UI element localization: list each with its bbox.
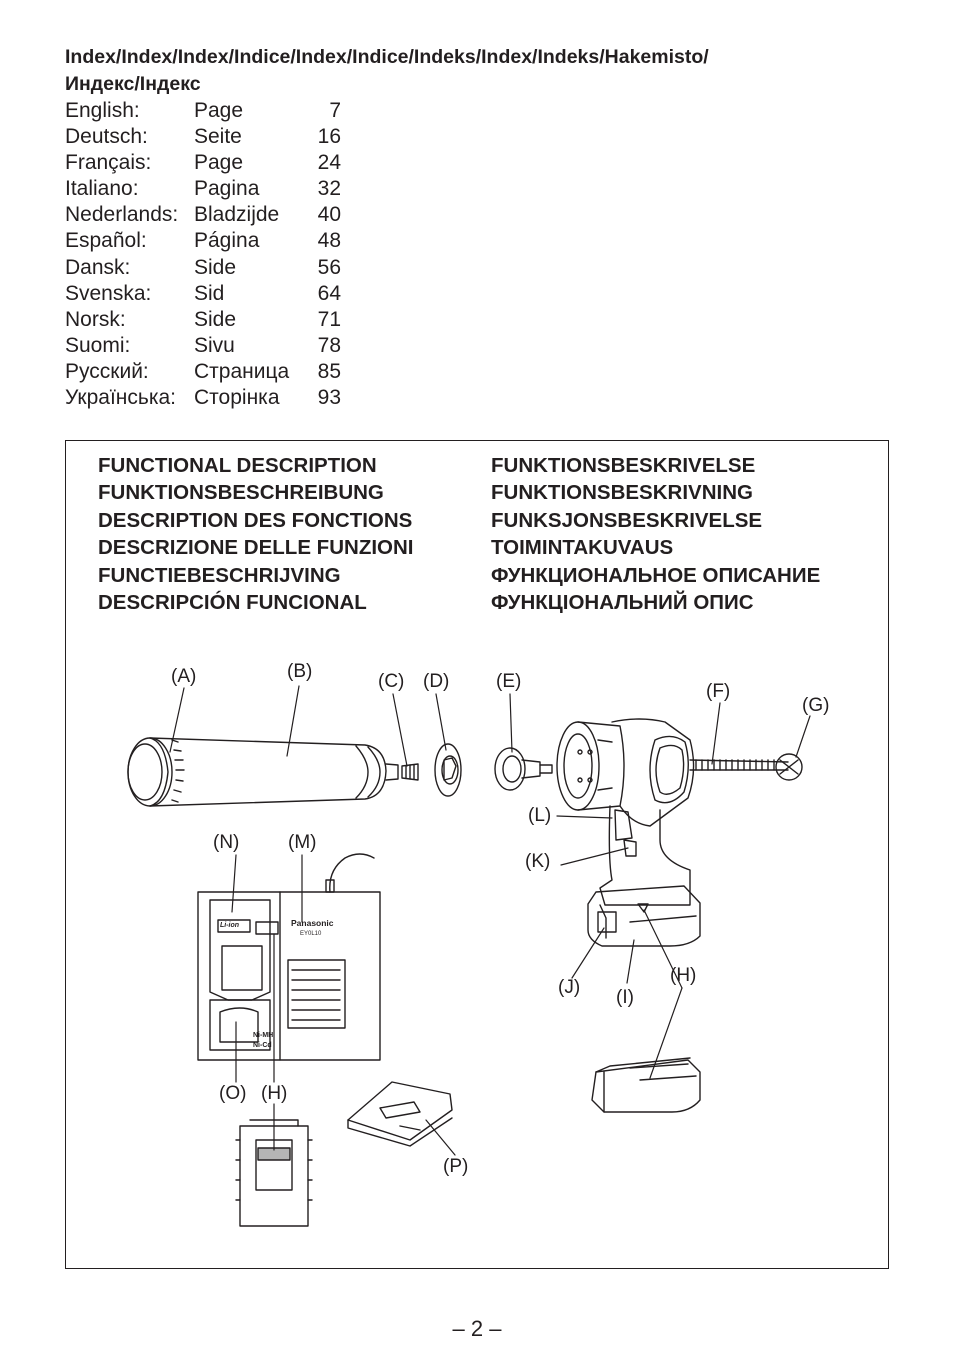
charger-cover [347, 1081, 453, 1147]
callout-k: (K) [525, 851, 551, 872]
index-page-word: Side [194, 255, 237, 279]
battery-pack-side-view [591, 1057, 701, 1113]
index-page-number: 56 [317, 255, 341, 279]
index-title-line2: Индекс/Індекс [65, 73, 201, 95]
index-language: Français: [65, 151, 152, 175]
index-page-word: Sivu [194, 333, 235, 357]
index-page-number: 48 [317, 229, 341, 253]
index-language: Norsk: [65, 307, 126, 331]
functional-description-headings-right: FUNKTIONSBESKRIVELSE FUNKTIONSBESKRIVNIN… [491, 452, 820, 616]
heading-line: FUNCTIONAL DESCRIPTION [98, 454, 377, 477]
index-page-word: Pagina [194, 177, 260, 201]
heading-line: TOIMINTAKUVAUS [491, 536, 674, 560]
index-language: Nederlands: [65, 203, 179, 227]
index-page-word: Side [194, 307, 237, 331]
index-language: English: [65, 99, 140, 122]
index-language: Svenska: [65, 281, 152, 305]
heading-line: DESCRIPCIÓN FUNCIONAL [98, 590, 367, 614]
callout-e: (E) [496, 671, 522, 692]
callout-leaders [169, 685, 811, 1156]
index-title: Index/Index/Index/Indice/Index/Indice/In… [65, 44, 709, 98]
heading-line: FUNKTIONSBESKRIVNING [491, 481, 753, 505]
index-page-number: 78 [317, 333, 341, 357]
index-page-word: Página [194, 229, 260, 253]
callout-l: (L) [528, 805, 552, 826]
battery-charger [197, 853, 381, 1061]
heading-line: FUNCTIEBESCHRIJVING [98, 563, 341, 587]
nozzle-part [401, 763, 419, 781]
callout-h-battery: (H) [670, 965, 697, 986]
cartridge-holder-tube [127, 737, 399, 807]
page-number: – 2 – [452, 1316, 502, 1341]
nimh-label: Ni-MH [253, 1032, 274, 1039]
index-page-word: Page [194, 151, 244, 175]
functional-description-headings-left: FUNCTIONAL DESCRIPTION FUNKTIONSBESCHREI… [98, 452, 413, 616]
index-page-number: 24 [317, 151, 341, 175]
index-language: Русский: [65, 359, 149, 383]
index-page-number: 32 [317, 177, 341, 201]
charger-model-label: EY0L10 [300, 931, 322, 937]
callout-g: (G) [802, 695, 830, 716]
functional-description-frame [65, 440, 889, 1269]
index-language: Dansk: [65, 255, 131, 279]
index-page-word: Сторінка [194, 386, 280, 410]
callout-p: (P) [443, 1156, 469, 1177]
index-page-word: Page [194, 99, 244, 122]
callout-i: (I) [616, 987, 634, 1008]
heading-line: FUNKTIONSBESCHREIBUNG [98, 481, 384, 505]
index-page-number: 85 [317, 359, 341, 383]
charger-brand-label: Panasonic [291, 918, 334, 928]
plunger-part [494, 747, 553, 791]
heading-line: ФУНКЦІОНАЛЬНИЙ ОПИС [491, 590, 754, 614]
index-language: Suomi: [65, 333, 131, 357]
index-page-word: Страница [194, 359, 290, 383]
index-page-number: 7 [329, 99, 341, 122]
callout-h-charger: (H) [261, 1083, 288, 1104]
callout-m: (M) [288, 832, 317, 853]
index-page-number: 71 [317, 307, 341, 331]
cap-nut-part [434, 743, 462, 797]
nicd-label: Ni-Cd [253, 1042, 272, 1049]
heading-line: DESCRIPTION DES FONCTIONS [98, 508, 413, 532]
callout-f: (F) [706, 681, 731, 702]
index-language: Español: [65, 229, 147, 253]
heading-line: FUNKTIONSBESKRIVELSE [491, 454, 756, 477]
index-page-number: 64 [317, 281, 341, 305]
callout-b: (B) [287, 661, 313, 682]
callout-j: (J) [558, 977, 581, 998]
callout-o: (O) [219, 1083, 247, 1104]
callout-n: (N) [213, 832, 240, 853]
callout-a: (A) [171, 666, 197, 687]
index-page-number: 93 [317, 386, 341, 410]
index-title-line1: Index/Index/Index/Indice/Index/Indice/In… [65, 46, 709, 68]
callout-c: (C) [378, 671, 405, 692]
index-page-word: Sid [194, 281, 225, 305]
index-language: Deutsch: [65, 125, 148, 149]
index-language: Українська: [65, 386, 176, 410]
heading-line: FUNKSJONSBESKRIVELSE [491, 508, 763, 532]
index-page-number: 40 [317, 203, 341, 227]
index-page-word: Bladzijde [194, 203, 280, 227]
callout-d: (D) [423, 671, 450, 692]
battery-pack-top-view [235, 1119, 313, 1227]
li-ion-label: Li-ion [220, 922, 240, 929]
heading-line: DESCRIZIONE DELLE FUNZIONI [98, 536, 414, 560]
dispenser-tool-body [556, 718, 803, 947]
index-page-word: Seite [194, 125, 242, 149]
index-language: Italiano: [65, 177, 139, 201]
heading-line: ФУНКЦИОНАЛЬНОЕ ОПИСАНИЕ [491, 563, 821, 587]
index-page-number: 16 [317, 125, 341, 149]
